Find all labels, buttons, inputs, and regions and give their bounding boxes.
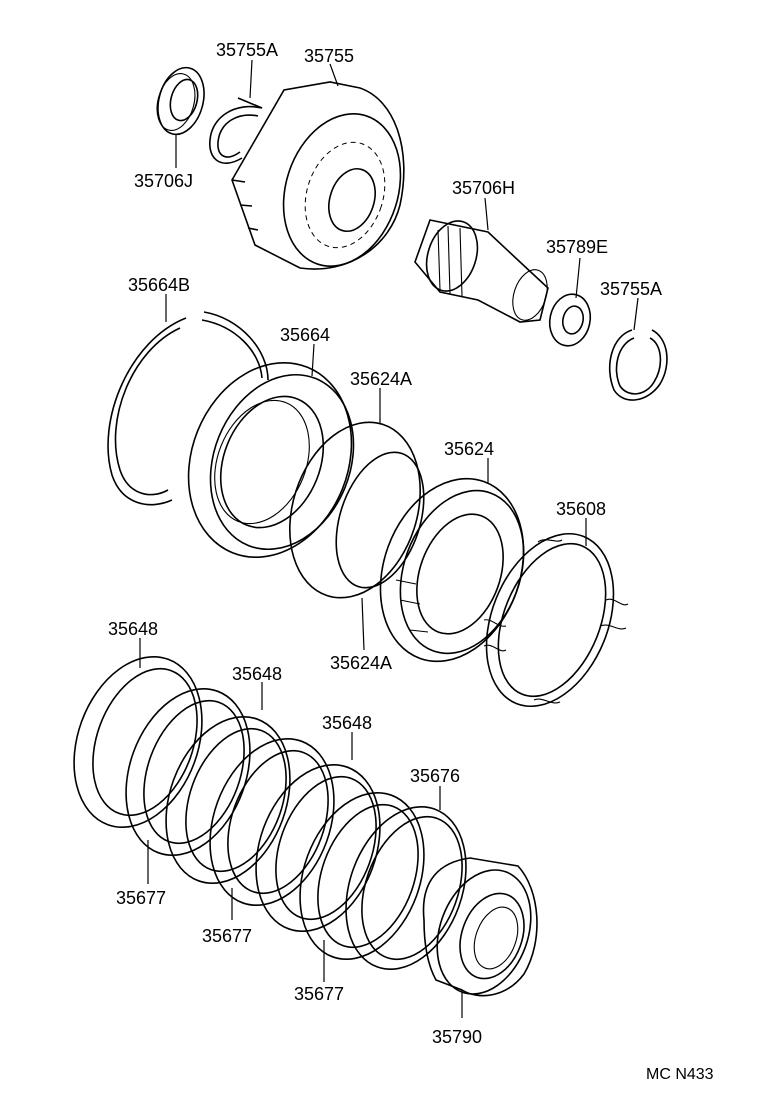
label-35648-c: 35648: [322, 713, 372, 733]
clutch-disc-35648-a: [73, 655, 203, 829]
label-35608: 35608: [556, 499, 606, 519]
spring-retainer-35608: [483, 532, 629, 708]
label-35624: 35624: [444, 439, 494, 459]
label-35789E: 35789E: [546, 237, 608, 257]
snap-ring-35755A-right: [608, 329, 668, 401]
label-35664B: 35664B: [128, 275, 190, 295]
o-ring-35624A-outer: [289, 421, 421, 599]
snap-ring-35755A-top: [209, 97, 263, 164]
label-35676: 35676: [410, 766, 460, 786]
leader-lines: [139, 59, 639, 1018]
washer-35789E: [548, 293, 592, 347]
label-35790: 35790: [432, 1027, 482, 1047]
flange-35676: [345, 805, 467, 971]
label-35706J: 35706J: [134, 171, 193, 191]
retainer-35664: [187, 361, 355, 559]
diagram-code: MC N433: [646, 1066, 714, 1083]
label-35706H: 35706H: [452, 178, 515, 198]
label-35664: 35664: [280, 325, 330, 345]
oil-seal-35706J: [156, 66, 205, 136]
clutch-disc-35648-b: [165, 715, 291, 885]
snap-ring-35664B: [107, 311, 269, 506]
label-35677-a: 35677: [116, 888, 166, 908]
label-35677-b: 35677: [202, 926, 252, 946]
clutch-drum-35755: [231, 81, 405, 270]
label-35755: 35755: [304, 46, 354, 66]
clutch-plate-35677-c: [299, 791, 425, 961]
label-35755A-top: 35755A: [216, 40, 278, 60]
label-35648-b: 35648: [232, 664, 282, 684]
label-35677-c: 35677: [294, 984, 344, 1004]
shaft-35706H: [414, 219, 549, 323]
o-ring-35624A-inner: [335, 451, 425, 589]
label-35624A-bottom: 35624A: [330, 653, 392, 673]
label-35648-a: 35648: [108, 619, 158, 639]
clutch-disc-35648-c: [255, 763, 381, 933]
label-35624A-top: 35624A: [350, 369, 412, 389]
clutch-plate-35677-b: [209, 737, 335, 907]
label-35755A-right: 35755A: [600, 279, 662, 299]
piston-35624: [379, 477, 525, 663]
